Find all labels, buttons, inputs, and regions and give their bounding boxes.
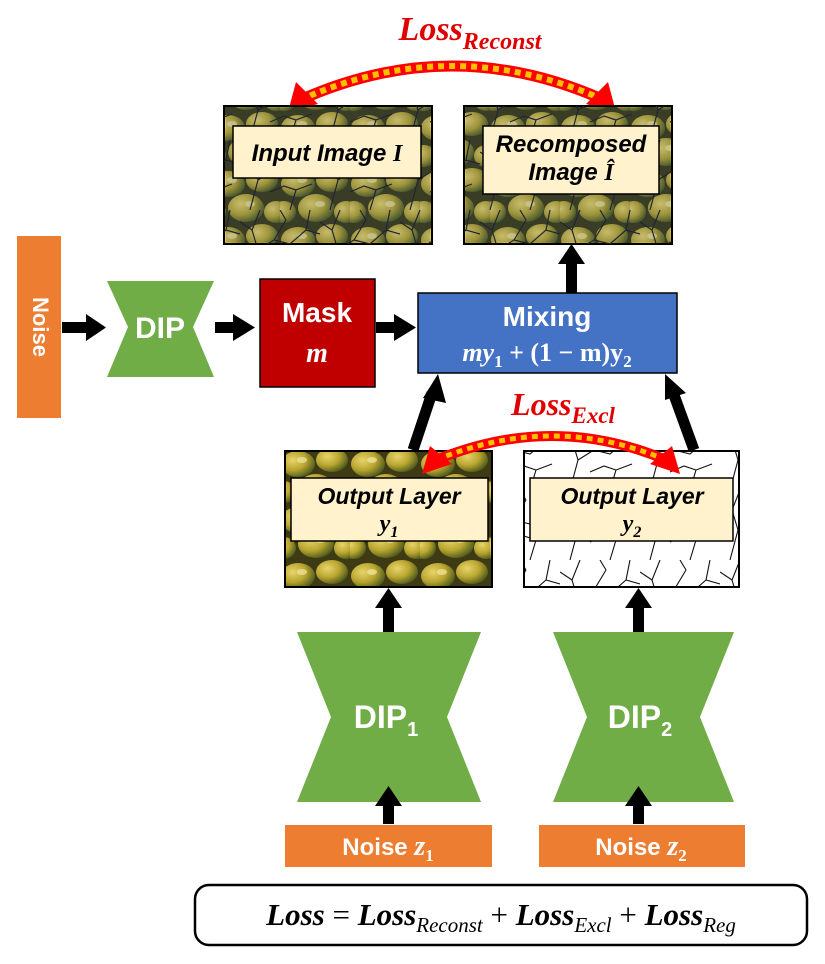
arrow-output2-to-mixing (665, 374, 700, 452)
arrow-mask-to-mixing (376, 314, 416, 341)
total-loss-equation: Loss = LossReconst + LossExcl + LossReg (193, 883, 809, 947)
noise-left-label: Noise (28, 297, 53, 357)
mask-label: Mask (282, 297, 352, 328)
input-image: Input Image I (223, 105, 433, 245)
noise-z2-label: Noise z2 (595, 831, 686, 865)
output-layer-2-label: Output Layer (560, 483, 704, 509)
mask-symbol: m (306, 338, 328, 369)
arrow-mixing-to-recomposed (558, 244, 585, 294)
arrow-noise2-to-dip2 (625, 786, 652, 824)
mask-block: Mask m (259, 278, 376, 388)
dip-block: DIP (107, 281, 214, 377)
dip-2-label: DIP2 (608, 699, 672, 741)
output-layer-2-image: Output Layer y2 (523, 450, 740, 588)
recomposed-image: Recomposed Image Î (463, 105, 673, 245)
input-image-label-box (232, 125, 422, 179)
output-layer-1-label: Output Layer (317, 483, 461, 509)
loss-excl-arrow (422, 431, 680, 474)
arrow-dip-to-mask (215, 314, 255, 341)
output-layer-1-label-box (290, 477, 489, 542)
output-layer-1-symbol: y1 (377, 511, 399, 541)
output-layer-2-label-box (529, 477, 734, 542)
mixing-block: Mixing my1 + (1 − m)y2 (417, 292, 678, 374)
arrow-noise1-to-dip1 (375, 786, 402, 824)
arrow-output1-to-mixing (407, 374, 446, 452)
input-image-label: Input Image I (252, 140, 404, 167)
loss-reconst-title: LossReconst (398, 11, 543, 55)
noise-left-block: Noise (17, 236, 61, 418)
noise-z1-block: Noise z1 (285, 825, 492, 867)
output-layer-2-symbol: y2 (620, 511, 642, 541)
recomposed-image-label-line1: Recomposed (496, 131, 648, 158)
dip-2-block: DIP2 (553, 632, 734, 802)
noise-z2-block: Noise z2 (539, 825, 745, 867)
dip-label: DIP (135, 312, 185, 345)
arrow-dip2-to-output2 (625, 588, 652, 632)
loss-excl-title: LossExcl (510, 386, 616, 428)
noise-z1-label: Noise z1 (342, 831, 433, 865)
mixing-label: Mixing (503, 301, 592, 332)
recomposed-image-label-line2: Image Î (528, 159, 615, 186)
arrow-dip1-to-output1 (375, 588, 402, 632)
mixing-formula: my1 + (1 − m)y2 (462, 338, 631, 371)
loss-reconst-arrow (288, 60, 616, 112)
dip-1-label: DIP1 (354, 699, 418, 741)
output-layer-1-image: Output Layer y1 (284, 450, 493, 588)
total-loss-text: Loss = LossReconst + LossExcl + LossReg (265, 897, 736, 937)
recomposed-image-label-box (482, 125, 660, 195)
dip-1-block: DIP1 (297, 632, 481, 802)
arrow-noise-to-dip (62, 314, 106, 341)
